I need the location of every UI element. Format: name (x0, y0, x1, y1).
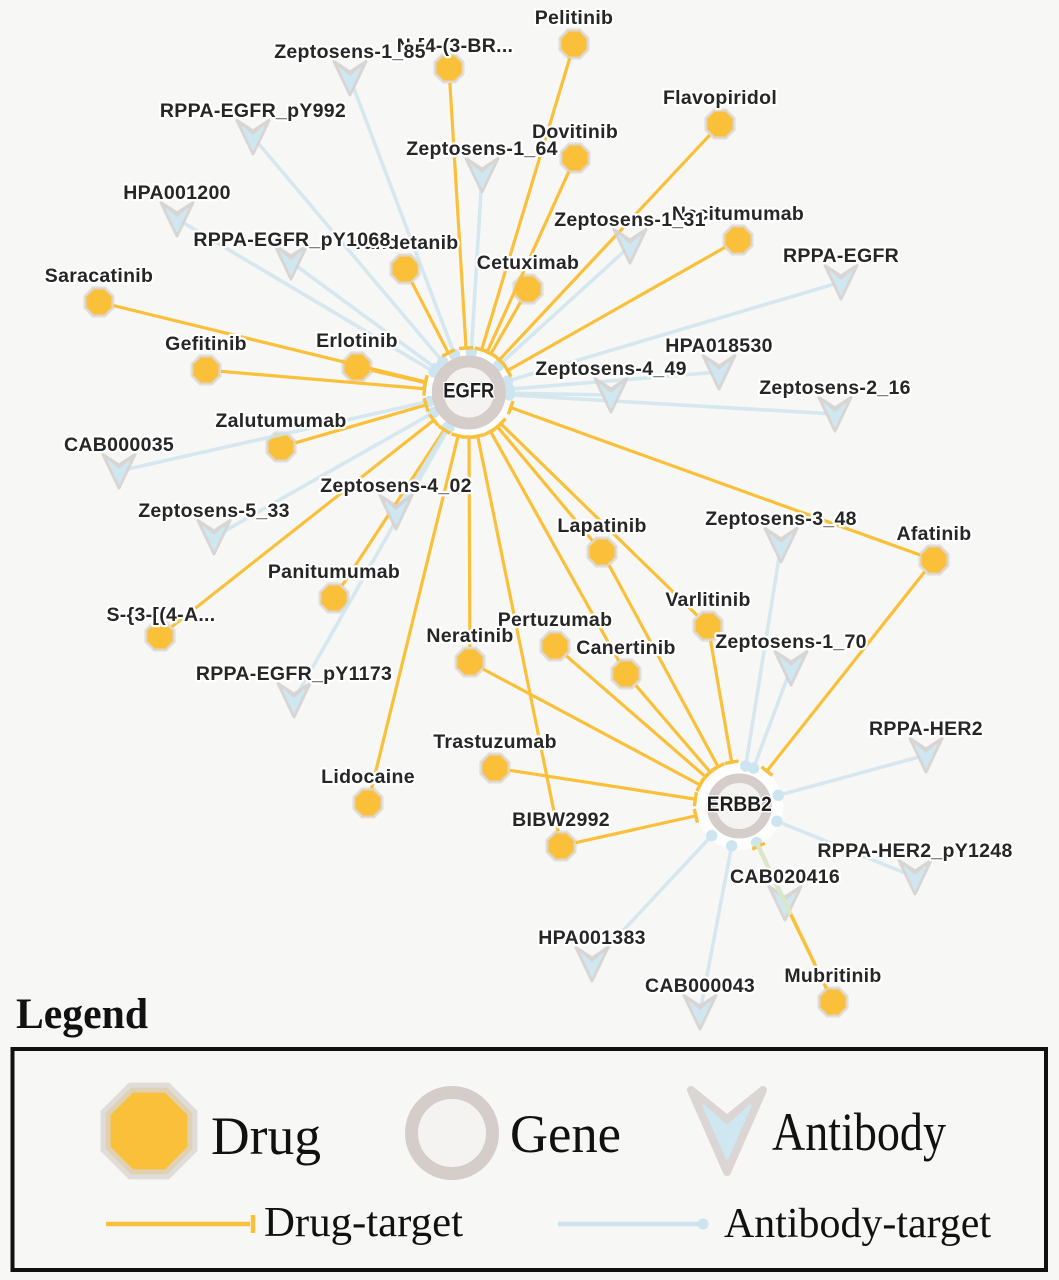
svg-text:RPPA-EGFR_pY992: RPPA-EGFR_pY992 (160, 100, 346, 122)
svg-text:Vandetanib: Vandetanib (351, 232, 458, 254)
svg-text:EGFR: EGFR (443, 380, 494, 403)
svg-text:Trastuzumab: Trastuzumab (433, 731, 557, 753)
svg-text:Zeptosens-4_02: Zeptosens-4_02 (320, 475, 472, 497)
svg-text:CAB000043: CAB000043 (645, 975, 755, 997)
svg-text:S-{3-[(4-A...: S-{3-[(4-A... (107, 604, 216, 626)
svg-text:Zeptosens-5_33: Zeptosens-5_33 (138, 500, 290, 522)
svg-text:RPPA-HER2_pY1248: RPPA-HER2_pY1248 (817, 840, 1012, 862)
svg-text:Zeptosens-1_70: Zeptosens-1_70 (715, 631, 867, 653)
svg-text:Antibody: Antibody (772, 1102, 946, 1162)
svg-text:N-[4-(3-BR...: N-[4-(3-BR... (397, 35, 514, 57)
svg-text:Varlitinib: Varlitinib (665, 589, 750, 611)
svg-text:RPPA-EGFR: RPPA-EGFR (783, 245, 899, 267)
svg-text:Pertuzumab: Pertuzumab (498, 609, 613, 631)
svg-text:Flavopiridol: Flavopiridol (663, 87, 777, 109)
svg-text:Necitumumab: Necitumumab (672, 203, 804, 225)
svg-text:HPA018530: HPA018530 (665, 335, 773, 357)
svg-text:ERBB2: ERBB2 (707, 793, 772, 816)
svg-text:Zalutumumab: Zalutumumab (215, 410, 346, 432)
svg-text:Drug: Drug (211, 1106, 321, 1166)
svg-text:Lapatinib: Lapatinib (557, 515, 646, 537)
svg-text:Gene: Gene (510, 1104, 621, 1164)
svg-text:Zeptosens-4_49: Zeptosens-4_49 (535, 358, 687, 380)
svg-text:Cetuximab: Cetuximab (477, 252, 579, 274)
svg-text:Zeptosens-1_85: Zeptosens-1_85 (274, 41, 426, 63)
svg-text:CAB020416: CAB020416 (730, 866, 840, 888)
svg-text:Gefitinib: Gefitinib (165, 333, 247, 355)
svg-text:Saracatinib: Saracatinib (45, 265, 153, 287)
svg-text:RPPA-EGFR_pY1173: RPPA-EGFR_pY1173 (196, 663, 392, 685)
svg-text:Antibody-target: Antibody-target (724, 1201, 991, 1247)
svg-text:BIBW2992: BIBW2992 (512, 809, 610, 831)
svg-text:Panitumumab: Panitumumab (268, 561, 400, 583)
svg-text:HPA001383: HPA001383 (538, 927, 646, 949)
svg-text:Drug-target: Drug-target (264, 1200, 463, 1246)
svg-text:Zeptosens-2_16: Zeptosens-2_16 (759, 377, 911, 399)
svg-text:Zeptosens-1_64: Zeptosens-1_64 (406, 138, 558, 160)
svg-text:RPPA-EGFR_pY1068: RPPA-EGFR_pY1068 (193, 229, 390, 251)
svg-text:Canertinib: Canertinib (576, 637, 675, 659)
svg-text:Afatinib: Afatinib (897, 523, 972, 545)
svg-text:Mubritinib: Mubritinib (784, 965, 881, 987)
svg-text:CAB000035: CAB000035 (64, 434, 174, 456)
svg-text:Pelitinib: Pelitinib (535, 7, 614, 29)
svg-text:Legend: Legend (16, 991, 148, 1038)
svg-text:Erlotinib: Erlotinib (316, 330, 398, 352)
svg-text:Dovitinib: Dovitinib (532, 121, 618, 143)
svg-text:Zeptosens-3_48: Zeptosens-3_48 (705, 508, 857, 530)
svg-text:Neratinib: Neratinib (426, 625, 513, 647)
svg-text:RPPA-HER2: RPPA-HER2 (869, 718, 983, 740)
svg-text:Zeptosens-1_31: Zeptosens-1_31 (554, 209, 706, 231)
svg-text:HPA001200: HPA001200 (123, 182, 231, 204)
svg-text:Lidocaine: Lidocaine (321, 766, 415, 788)
